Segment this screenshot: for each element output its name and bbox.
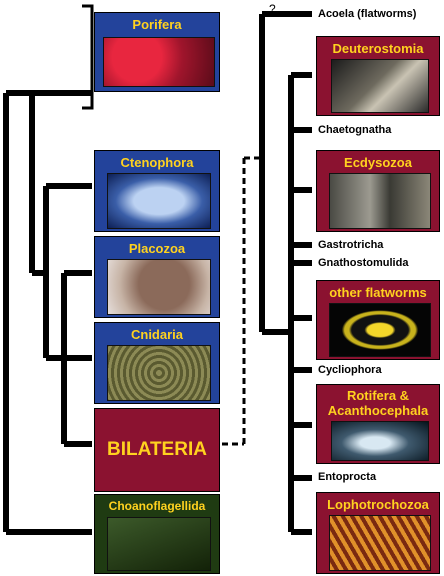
bracket-porifera [82,4,94,110]
label-chaetognatha: Chaetognatha [318,124,392,136]
box-rotifera: Rotifera & Acanthocephala [316,384,440,464]
box-deuterostomia: Deuterostomia [316,36,440,116]
label-placozoa: Placozoa [128,241,186,256]
label-acoela: Acoela (flatworms) [318,8,417,20]
box-bilateria: BILATERIA [94,408,220,492]
image-rotifer [331,421,429,461]
label-cnidaria: Cnidaria [130,327,183,342]
label-choanoflagellida: Choanoflagellida [108,499,206,513]
label-cycliophora: Cycliophora [318,364,382,376]
label-rotifera-line1: Rotifera & [346,388,410,403]
image-comb-jelly [107,173,211,229]
label-rotifera-line2: Acanthocephala [327,403,429,418]
label-gnathostomulida: Gnathostomulida [318,257,409,269]
image-placozoan [107,259,211,315]
label-deuterostomia: Deuterostomia [332,41,424,56]
box-choanoflagellida: Choanoflagellida [94,494,220,574]
image-flatworm [329,303,431,357]
image-choanoflagellate [107,517,211,571]
box-cnidaria: Cnidaria [94,322,220,404]
label-gastrotricha: Gastrotricha [318,239,384,251]
box-porifera: Porifera [94,12,220,92]
label-ecdysozoa: Ecdysozoa [344,155,412,170]
box-ecdysozoa: Ecdysozoa [316,150,440,232]
uncertain-marker: ? [269,2,276,16]
label-porifera: Porifera [132,17,182,32]
image-sponge [103,37,215,87]
box-ctenophora: Ctenophora [94,150,220,232]
label-lophotrochozoa: Lophotrochozoa [327,497,429,512]
box-lophotrochozoa: Lophotrochozoa [316,492,440,574]
label-other-flatworms: other flatworms [329,285,427,300]
image-trilobite [329,173,431,229]
image-coral [107,345,211,401]
label-ctenophora: Ctenophora [120,155,194,170]
box-other-flatworms: other flatworms [316,280,440,360]
image-polychaete [329,515,431,571]
label-entoprocta: Entoprocta [318,471,377,483]
image-crinoid-fossil [331,59,429,113]
box-placozoa: Placozoa [94,236,220,318]
label-bilateria: BILATERIA [107,439,207,460]
